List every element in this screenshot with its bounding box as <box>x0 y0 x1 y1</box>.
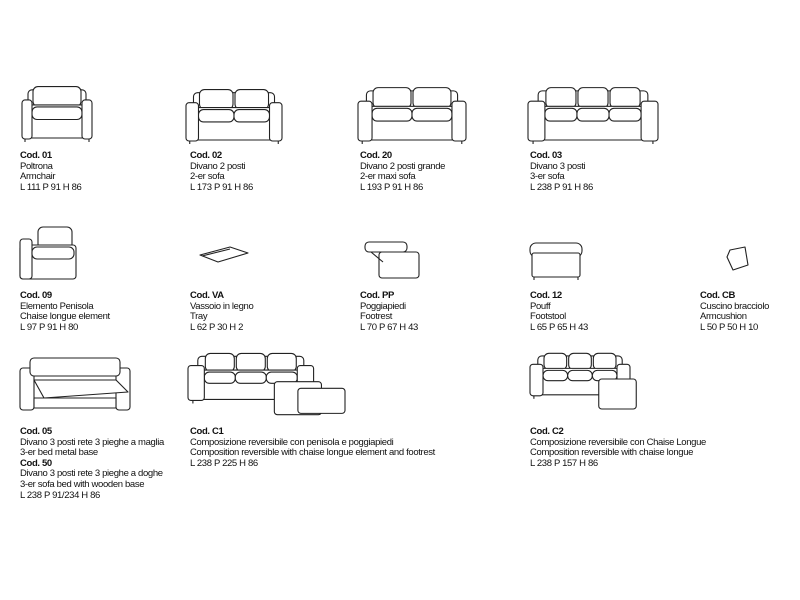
product-code: Cod. 05 <box>20 426 52 437</box>
tray-icon <box>199 246 249 263</box>
product-description: Composizione reversibile con penisola e … <box>190 436 394 448</box>
product-dimensions: L 238 P 91 H 86 <box>530 181 593 193</box>
product-dimensions: L 62 P 30 H 2 <box>190 321 244 333</box>
product-description: Divano 2 posti <box>190 160 246 172</box>
product-description: Divano 3 posti <box>530 160 586 172</box>
product-description: Composition reversible with chaise longu… <box>530 447 694 459</box>
two-seat-sofa-icon <box>185 89 283 144</box>
corner-composition-footrest-icon <box>187 352 346 416</box>
corner-composition-chaise-icon <box>529 352 637 410</box>
product-description: Divano 3 posti rete 3 pieghe a maglia <box>20 436 164 448</box>
product-dimensions: L 193 P 91 H 86 <box>360 181 423 193</box>
product-code: Cod. CB <box>700 290 736 301</box>
armchair-icon <box>21 86 93 142</box>
product-description: Cuscino bracciolo <box>700 300 770 312</box>
product-description: Tray <box>190 311 208 323</box>
product-description: 3-er sofa bed with wooden base <box>20 478 145 490</box>
product-code: Cod. C1 <box>190 426 224 437</box>
product-description: Armchair <box>20 171 56 183</box>
two-seat-maxi-sofa-icon <box>357 87 467 144</box>
product-description: 3-er bed metal base <box>20 447 98 459</box>
product-code: Cod. PP <box>360 290 394 301</box>
product-code: Cod. C2 <box>530 426 564 437</box>
pouf-icon <box>529 242 583 280</box>
product-code: Cod. 01 <box>20 150 52 161</box>
product-description: Armcushion <box>700 311 747 323</box>
product-code: Cod. 02 <box>190 150 222 161</box>
product-code: Cod. 50 <box>20 457 52 469</box>
product-description: Divano 3 posti rete 3 pieghe a doghe <box>20 468 163 480</box>
armcushion-icon <box>726 246 749 271</box>
product-description: 2-er maxi sofa <box>360 171 416 183</box>
product-description: 3-er sofa <box>530 171 565 183</box>
product-dimensions: L 50 P 50 H 10 <box>700 321 758 333</box>
product-description: Composition reversible with chaise longu… <box>190 447 435 459</box>
product-description: Poltrona <box>20 160 53 172</box>
product-description: Poggiapiedi <box>360 300 406 312</box>
product-dimensions: L 238 P 225 H 86 <box>190 457 258 469</box>
product-dimensions: L 70 P 67 H 43 <box>360 321 418 333</box>
product-dimensions: L 173 P 91 H 86 <box>190 181 253 193</box>
product-description: 2-er sofa <box>190 171 225 183</box>
product-description: Composizione reversibile con Chaise Long… <box>530 436 706 448</box>
product-description: Footstool <box>530 311 566 323</box>
product-code: Cod. VA <box>190 290 224 301</box>
product-dimensions: L 238 P 91/234 H 86 <box>20 489 100 501</box>
product-description: Divano 2 posti grande <box>360 160 446 172</box>
product-description: Vassoio in legno <box>190 300 254 312</box>
product-code: Cod. 03 <box>530 150 562 161</box>
chaise-longue-element-icon <box>19 226 77 280</box>
sofa-bed-icon <box>19 357 131 411</box>
product-description: Footrest <box>360 311 393 323</box>
product-code: Cod. 09 <box>20 290 52 301</box>
product-description: Chaise longue element <box>20 311 110 323</box>
product-code: Cod. 12 <box>530 290 562 301</box>
product-dimensions: L 65 P 65 H 43 <box>530 321 588 333</box>
footrest-icon <box>364 241 420 279</box>
product-description: Pouff <box>530 300 551 312</box>
product-dimensions: L 238 P 157 H 86 <box>530 457 598 469</box>
product-code: Cod. 20 <box>360 150 392 161</box>
three-seat-sofa-icon <box>527 87 659 144</box>
product-dimensions: L 111 P 91 H 86 <box>20 181 82 193</box>
product-dimensions: L 97 P 91 H 80 <box>20 321 78 333</box>
product-description: Elemento Penisola <box>20 300 94 312</box>
